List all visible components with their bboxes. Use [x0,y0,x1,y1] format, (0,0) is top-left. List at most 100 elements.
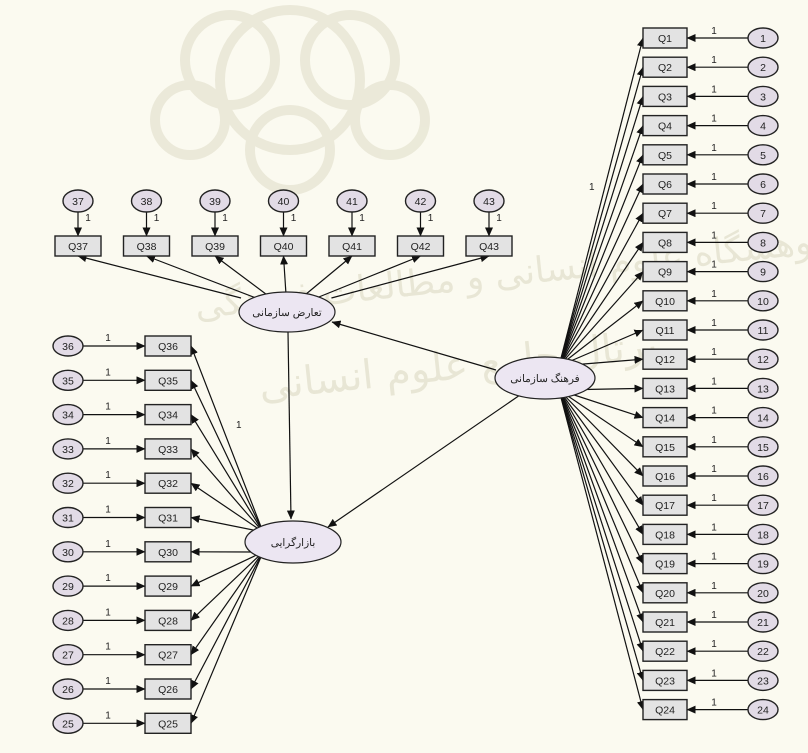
item-box-q3[interactable]: Q3 [642,85,688,108]
error-circle-36[interactable]: 36 [52,335,84,357]
item-box-q22[interactable]: Q22 [642,640,688,662]
item-box-q6[interactable]: Q6 [642,173,688,195]
item-box-q31[interactable]: Q31 [144,506,192,529]
item-box-q9[interactable]: Q9 [642,260,688,283]
loading-arrow-q38 [146,255,257,299]
error-circle-1[interactable]: 1 [747,27,779,49]
item-box-q16[interactable]: Q16 [642,465,688,487]
item-box-q4[interactable]: Q4 [642,114,688,137]
error-circle-18[interactable]: 18 [747,523,779,546]
error-circle-42[interactable]: 42 [404,189,437,213]
item-box-q5[interactable]: Q5 [642,144,688,166]
error-circle-30[interactable]: 30 [52,541,84,563]
error-circle-19[interactable]: 19 [747,552,779,575]
error-circle-13[interactable]: 13 [747,377,779,400]
error-circle-11[interactable]: 11 [747,319,779,341]
error-circle-20[interactable]: 20 [747,582,779,604]
item-box-q42[interactable]: Q42 [396,235,445,257]
item-box-q39[interactable]: Q39 [191,235,239,257]
item-box-q24[interactable]: Q24 [642,698,688,721]
error-circle-12[interactable]: 12 [747,348,779,370]
item-box-q12[interactable]: Q12 [642,348,688,370]
item-box-q25[interactable]: Q25 [144,712,192,734]
item-box-q2[interactable]: Q2 [642,56,688,78]
item-box-q36[interactable]: Q36 [144,335,192,357]
error-circle-26-label: 26 [62,684,74,696]
item-box-q33[interactable]: Q33 [144,438,192,460]
item-box-q30[interactable]: Q30 [144,541,192,563]
item-box-q1[interactable]: Q1 [642,27,688,49]
error-circle-31[interactable]: 31 [52,506,84,529]
item-box-q23[interactable]: Q23 [642,669,688,692]
error-circle-38[interactable]: 38 [130,189,163,213]
item-box-q37[interactable]: Q37 [54,235,102,257]
error-circle-1-label: 1 [760,33,766,45]
item-box-q20[interactable]: Q20 [642,582,688,604]
latent-market[interactable]: بازارگرایی [244,520,342,564]
error-circle-25[interactable]: 25 [52,712,84,734]
item-box-q17[interactable]: Q17 [642,494,688,516]
item-box-q14[interactable]: Q14 [642,406,688,429]
error-circle-8[interactable]: 8 [747,231,779,254]
error-circle-10[interactable]: 10 [747,290,779,312]
error-circle-32[interactable]: 32 [52,472,84,494]
item-box-q11[interactable]: Q11 [642,319,688,341]
error-circle-15[interactable]: 15 [747,436,779,458]
error-circle-22[interactable]: 22 [747,640,779,662]
item-box-q18[interactable]: Q18 [642,523,688,546]
error-circle-26[interactable]: 26 [52,678,84,700]
item-box-q10[interactable]: Q10 [642,290,688,312]
error-circle-6[interactable]: 6 [747,173,779,195]
item-box-q40[interactable]: Q40 [259,235,308,257]
item-box-q7[interactable]: Q7 [642,202,688,224]
error-circle-34[interactable]: 34 [52,403,84,426]
item-box-q40-label: Q40 [274,241,294,253]
error-circle-7[interactable]: 7 [747,202,779,224]
item-box-q29[interactable]: Q29 [144,575,192,597]
error-weight-22: 1 [711,639,717,650]
item-box-q38[interactable]: Q38 [122,235,171,257]
error-circle-4[interactable]: 4 [747,114,779,137]
item-box-q35[interactable]: Q35 [144,369,192,391]
loading-arrow-q35 [190,379,264,533]
item-box-q28[interactable]: Q28 [144,609,192,632]
item-box-q32[interactable]: Q32 [144,472,192,494]
item-box-q26[interactable]: Q26 [144,678,192,700]
item-box-q41[interactable]: Q41 [328,235,376,257]
error-weight-2: 1 [711,55,717,66]
error-circle-2[interactable]: 2 [747,56,779,78]
error-circle-27[interactable]: 27 [52,644,84,666]
error-circle-24[interactable]: 24 [747,698,779,721]
item-box-q27[interactable]: Q27 [144,644,192,666]
error-circle-3[interactable]: 3 [747,85,779,108]
error-weight-26: 1 [105,676,111,687]
error-circle-35[interactable]: 35 [52,369,84,391]
loading-arrow-q37 [77,254,242,299]
error-circle-41[interactable]: 41 [336,189,368,213]
error-circle-21[interactable]: 21 [747,611,779,633]
item-box-q34[interactable]: Q34 [144,403,192,426]
error-circle-29[interactable]: 29 [52,575,84,597]
loading-arrow-q16 [558,389,644,477]
item-box-q8[interactable]: Q8 [642,231,688,254]
error-circle-40[interactable]: 40 [267,189,300,213]
error-circle-16[interactable]: 16 [747,465,779,487]
item-box-q15[interactable]: Q15 [642,436,688,458]
item-box-q43[interactable]: Q43 [465,235,513,257]
error-circle-33[interactable]: 33 [52,438,84,460]
error-circle-28[interactable]: 28 [52,609,84,632]
error-circle-43[interactable]: 43 [473,189,505,213]
latent-culture[interactable]: فرهنگ سازمانی [494,356,596,400]
latent-conflict[interactable]: تعارض سازمانی [238,291,336,333]
item-box-q19[interactable]: Q19 [642,552,688,575]
error-circle-23[interactable]: 23 [747,669,779,692]
error-circle-37[interactable]: 37 [62,189,94,213]
error-circle-17[interactable]: 17 [747,494,779,516]
error-circle-35-label: 35 [62,375,74,387]
item-box-q13[interactable]: Q13 [642,377,688,400]
error-circle-5[interactable]: 5 [747,144,779,166]
error-circle-9[interactable]: 9 [747,260,779,283]
error-circle-39[interactable]: 39 [199,189,231,213]
error-circle-14[interactable]: 14 [747,406,779,429]
item-box-q21[interactable]: Q21 [642,611,688,633]
